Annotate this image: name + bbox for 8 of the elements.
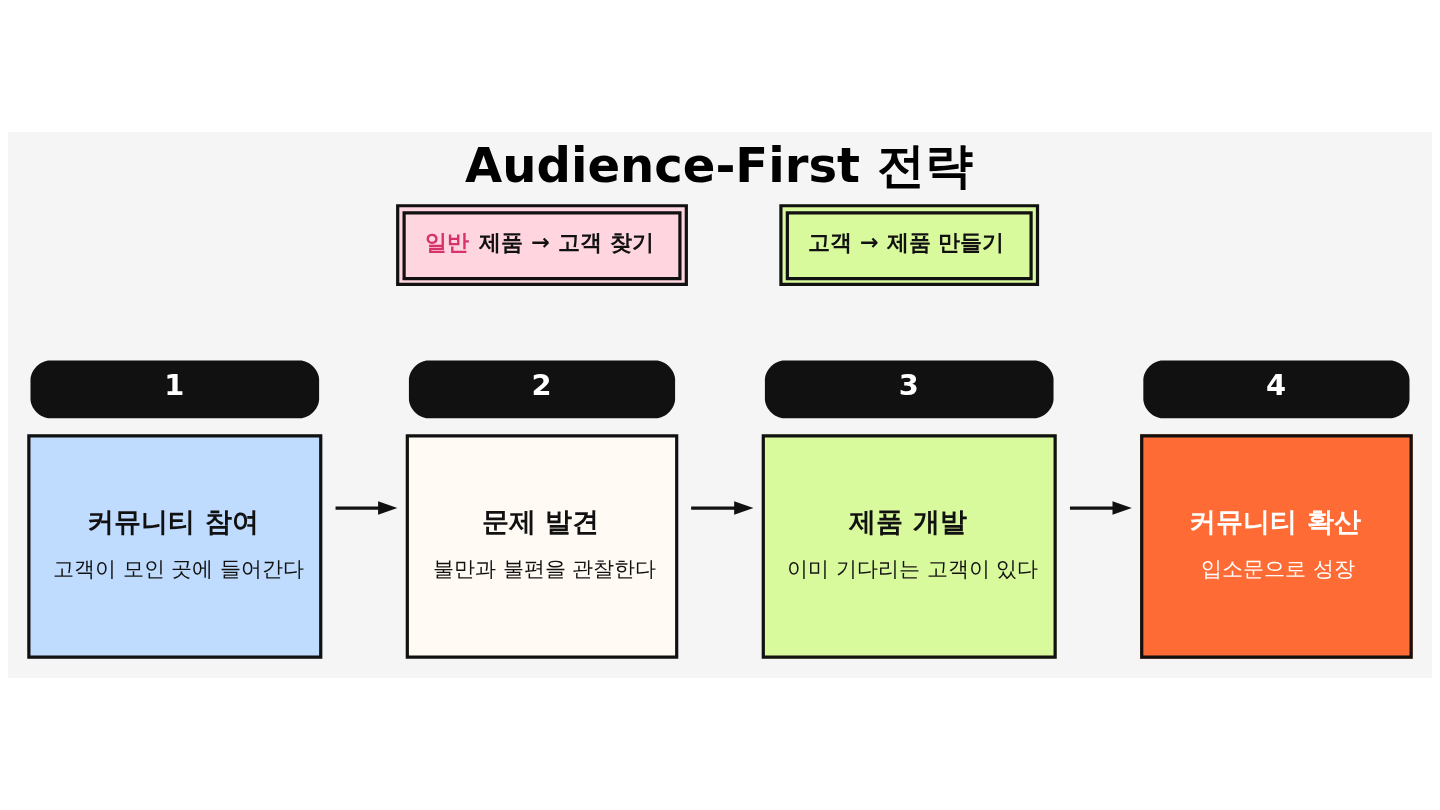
arrow <box>691 501 754 515</box>
node-label: 2 <box>531 367 552 402</box>
node-label: 1 <box>164 367 185 402</box>
node-label: 4 <box>1266 367 1287 402</box>
node-label: 3 <box>898 367 919 402</box>
arrow <box>1069 501 1132 515</box>
diagram-title: Audience-First 전략 <box>465 136 973 193</box>
arrow <box>335 501 398 515</box>
